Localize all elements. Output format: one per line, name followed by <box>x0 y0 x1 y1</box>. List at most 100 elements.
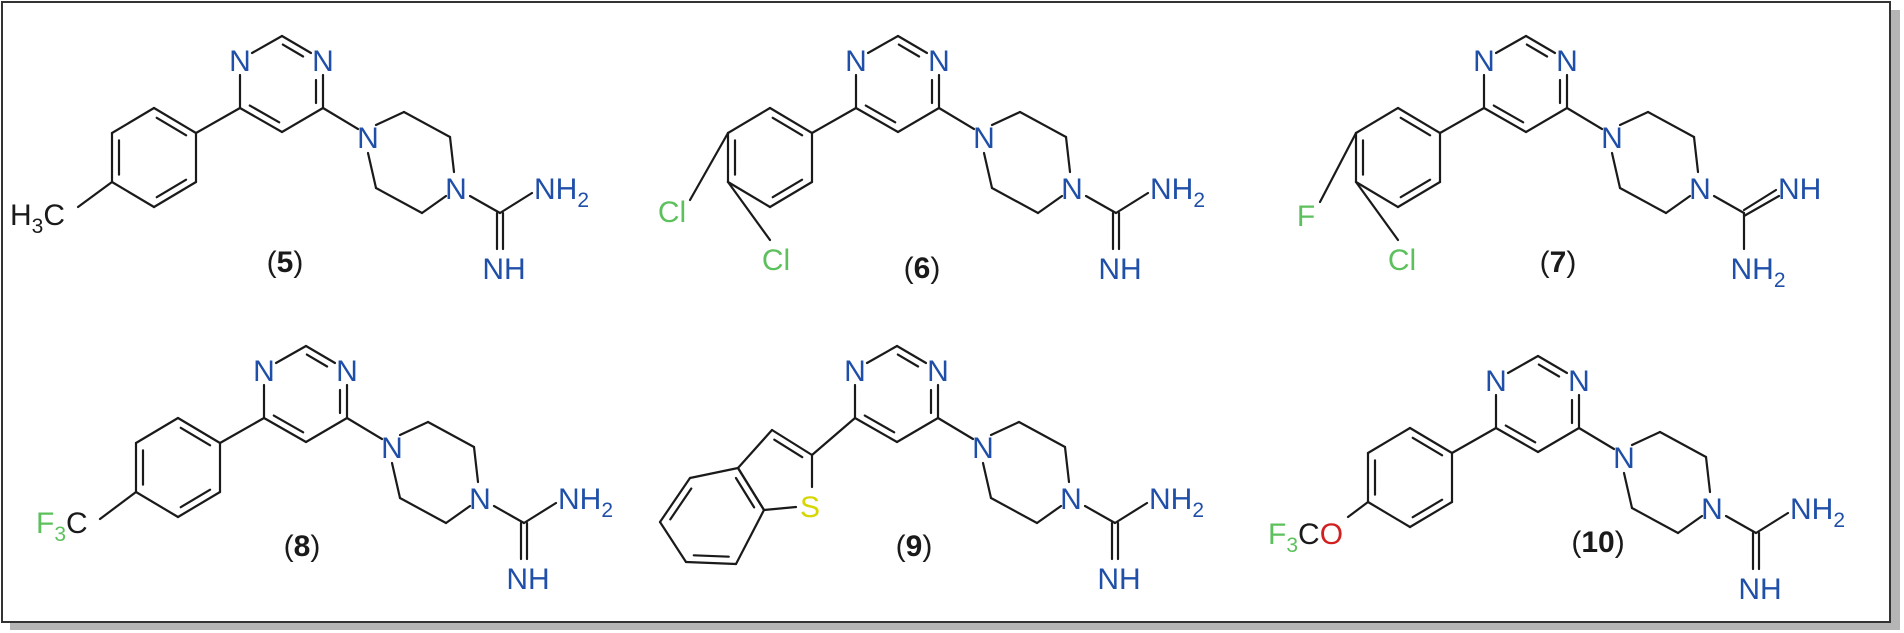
bond-line <box>1676 514 1704 535</box>
label-part: N <box>1473 45 1495 78</box>
label-part: NH <box>1790 493 1833 526</box>
bond-line <box>896 353 920 368</box>
bond-line <box>1630 430 1662 447</box>
bond-line <box>110 180 156 209</box>
bond-line <box>768 106 814 135</box>
bond-line <box>1450 426 1498 455</box>
label-part: NH <box>1730 253 1773 286</box>
bond-line <box>1408 500 1454 529</box>
bond-line <box>1536 426 1581 454</box>
bond-line <box>472 445 480 484</box>
bond-line <box>688 466 740 480</box>
amine-label: NH2 <box>534 173 589 212</box>
label-part: F <box>1297 200 1315 233</box>
bond-line <box>684 560 738 566</box>
sulfur-label: S <box>800 491 820 524</box>
bond-line <box>304 344 337 365</box>
nitrogen-atom-label: N <box>1689 173 1711 206</box>
trifluoromethyl-label: F3C <box>36 507 88 546</box>
bond-line <box>1036 194 1064 215</box>
label-part: N <box>972 432 994 465</box>
label-part: ( <box>904 252 914 285</box>
bond-line <box>218 416 266 445</box>
bond-line <box>155 178 188 199</box>
bond-line <box>989 420 1021 437</box>
nitrogen-atom-label: N <box>1613 442 1635 475</box>
bond-line <box>989 496 1039 525</box>
bond-line <box>1366 500 1412 529</box>
bond-line <box>374 186 424 215</box>
label-part: N <box>469 483 491 516</box>
bond-line <box>726 180 772 209</box>
bond-line <box>897 43 921 58</box>
bond-line <box>771 116 804 137</box>
amine-label: NH2 <box>1790 493 1845 532</box>
label-part: NH <box>534 173 577 206</box>
nitrogen-atom-label: N <box>357 122 379 155</box>
bond-line <box>688 131 730 202</box>
bond-line <box>522 501 558 525</box>
label-part: N <box>844 355 866 388</box>
label-part: Cl <box>658 196 686 229</box>
bond-line <box>896 34 929 55</box>
label-part: NH <box>1097 563 1140 596</box>
label-part: NH <box>1149 483 1192 516</box>
label-part: NH <box>506 563 549 596</box>
label-part: 7 <box>1550 246 1567 279</box>
bond-line <box>1084 194 1118 215</box>
label-part: Cl <box>1388 244 1416 277</box>
label-part: N <box>336 355 358 388</box>
compound-number-label: (5) <box>267 246 304 279</box>
bond-line <box>1506 354 1540 375</box>
bond-line <box>768 180 814 209</box>
imine-label: NH <box>1098 253 1141 286</box>
label-part: F <box>1268 518 1286 551</box>
label-part: N <box>1556 45 1578 78</box>
chlorine-label: Cl <box>658 196 686 229</box>
nitrogen-atom-label: N <box>1060 483 1082 516</box>
label-part: C <box>66 507 88 540</box>
nitrogen-atom-label: N <box>381 432 403 465</box>
bond-line <box>1438 106 1486 135</box>
bond-line <box>176 416 222 445</box>
bond-line <box>981 461 993 500</box>
bond-line <box>810 106 858 135</box>
bond-line <box>736 466 766 512</box>
bond-line <box>1114 191 1150 215</box>
bond-line <box>1618 186 1668 215</box>
nitrogen-atom-label: N <box>844 355 866 388</box>
bond-line <box>281 43 305 58</box>
nitrogen-atom-label: N <box>1473 45 1495 78</box>
bond-line <box>1346 500 1370 519</box>
label-part: N <box>1061 173 1083 206</box>
chlorine-label: Cl <box>1388 244 1416 277</box>
amine-label: NH2 <box>558 483 613 522</box>
imine-label: NH <box>506 563 549 596</box>
label-part: N <box>1689 173 1711 206</box>
bond-line <box>426 420 476 449</box>
bond-line <box>1354 180 1400 242</box>
bond-line <box>1113 501 1149 525</box>
bond-line <box>280 34 313 55</box>
bond-line <box>734 476 756 509</box>
label-part: 3 <box>54 523 66 546</box>
bond-line <box>658 520 688 564</box>
bond-line <box>669 487 693 521</box>
bond-line <box>1399 178 1432 199</box>
label-part: 5 <box>277 246 294 279</box>
bond-line <box>304 416 349 444</box>
compound-number-label: (6) <box>904 252 941 285</box>
bond-line <box>248 104 281 124</box>
amine-label: NH2 <box>1150 173 1205 212</box>
bond-line <box>810 416 857 457</box>
bond-line <box>1618 110 1650 127</box>
bond-line <box>390 461 402 500</box>
label-part: ( <box>1571 526 1581 559</box>
label-part: N <box>381 432 403 465</box>
frame <box>1 1 1891 623</box>
label-part: ( <box>1540 246 1550 279</box>
bond-line <box>1492 104 1525 124</box>
